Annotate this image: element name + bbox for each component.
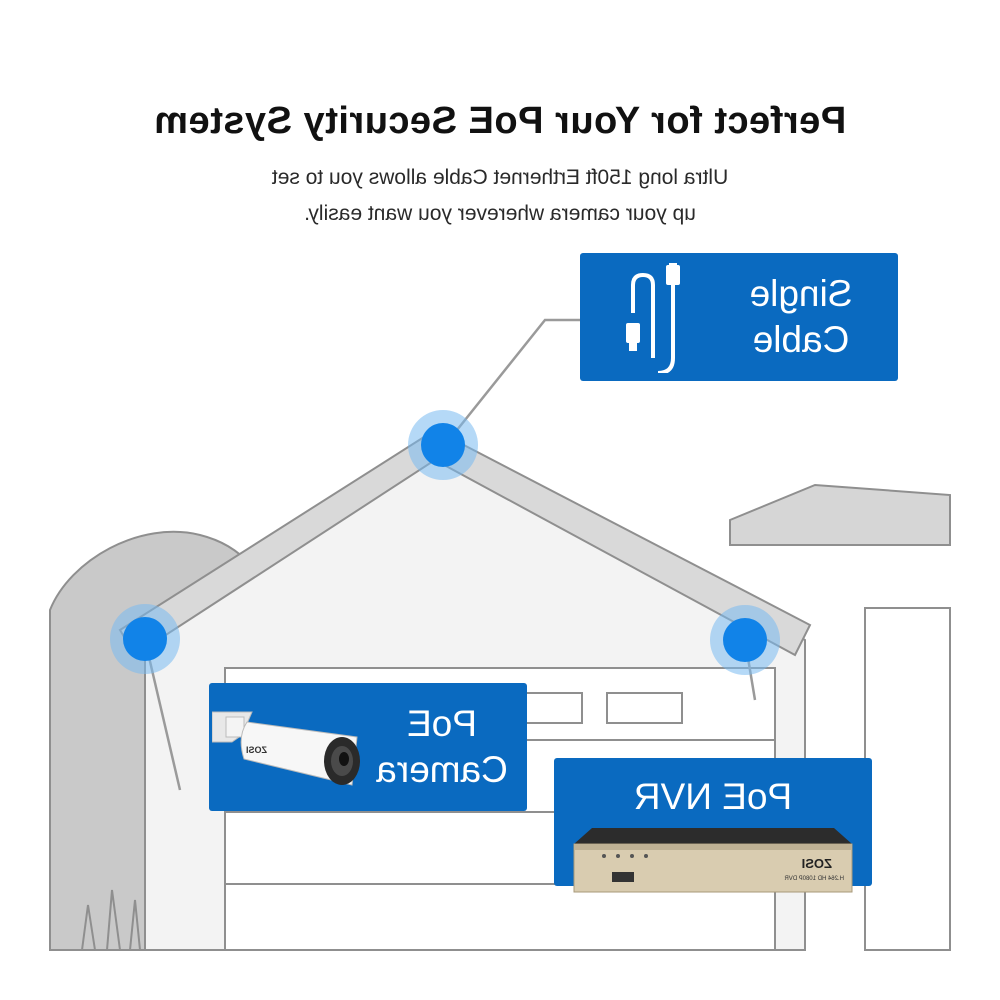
single-cable-label-line-1: Single bbox=[749, 273, 853, 314]
ethernet-cable-icon bbox=[626, 263, 680, 373]
cable-node-top-dot bbox=[421, 423, 465, 467]
cable-route bbox=[444, 318, 580, 446]
nvr-brand-label: ZOSI bbox=[801, 856, 832, 871]
single-cable-label-line-2: Cable bbox=[752, 319, 850, 360]
nvr-device: ZOSI H.264 HD 1080P DVR bbox=[572, 822, 854, 896]
nvr-model-label: H.264 HD 1080P DVR bbox=[784, 876, 844, 882]
cable-node-left-dot bbox=[723, 618, 767, 662]
far-house bbox=[729, 483, 951, 546]
camera-brand-label: ZOSI bbox=[245, 745, 267, 755]
far-house-wall bbox=[864, 607, 951, 951]
single-cable-label: Single Cable bbox=[726, 271, 876, 363]
garage-window-2 bbox=[606, 692, 683, 724]
poe-camera-callout: PoE Camera ZOSI bbox=[209, 683, 527, 811]
grass-tufts bbox=[81, 889, 141, 951]
nvr-box-icon bbox=[573, 828, 853, 893]
poe-camera-label: PoE Camera bbox=[357, 701, 527, 793]
single-cable-callout: Single Cable bbox=[580, 253, 898, 381]
cable-node-top bbox=[408, 410, 478, 480]
cable-node-right-dot bbox=[123, 617, 167, 661]
poe-nvr-label: PoE NVR bbox=[633, 776, 793, 817]
bullet-camera-icon bbox=[212, 711, 360, 786]
cable-node-left bbox=[710, 605, 780, 675]
poe-camera-label-line-1: PoE bbox=[407, 703, 477, 744]
cable-node-right bbox=[110, 604, 180, 674]
poe-camera-label-line-2: Camera bbox=[376, 749, 508, 790]
